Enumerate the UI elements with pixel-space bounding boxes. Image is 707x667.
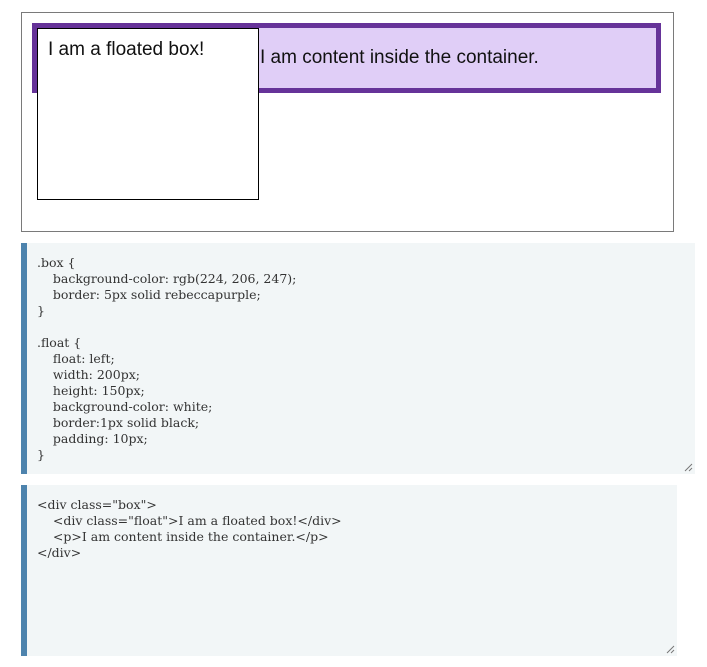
code-line: .box { bbox=[37, 255, 76, 270]
code-line: <div class="box"> bbox=[37, 497, 157, 512]
code-line: <p>I am content inside the container.</p… bbox=[37, 529, 329, 544]
css-code-editor[interactable]: .box { background-color: rgb(224, 206, 2… bbox=[21, 243, 695, 474]
output-frame: I am content inside the container. I am … bbox=[21, 12, 674, 232]
code-line: padding: 10px; bbox=[37, 431, 148, 446]
code-line: border:1px solid black; bbox=[37, 415, 200, 430]
code-line: <div class="float">I am a floated box!</… bbox=[37, 513, 342, 528]
demo-paragraph: I am content inside the container. bbox=[260, 47, 539, 68]
html-code-editor[interactable]: <div class="box"> <div class="float">I a… bbox=[21, 485, 677, 656]
resize-handle-icon[interactable] bbox=[666, 645, 675, 654]
code-line: width: 200px; bbox=[37, 367, 140, 382]
code-line bbox=[37, 319, 695, 335]
code-line: background-color: rgb(224, 206, 247); bbox=[37, 271, 297, 286]
demo-floated-box: I am a floated box! bbox=[37, 28, 259, 200]
code-line: .float { bbox=[37, 335, 82, 350]
code-line: height: 150px; bbox=[37, 383, 145, 398]
code-line: border: 5px solid rebeccapurple; bbox=[37, 287, 261, 302]
code-line: float: left; bbox=[37, 351, 115, 366]
code-line: </div> bbox=[37, 545, 82, 560]
resize-handle-icon[interactable] bbox=[684, 463, 693, 472]
code-line: background-color: white; bbox=[37, 399, 213, 414]
code-line: } bbox=[37, 303, 45, 318]
code-line: } bbox=[37, 447, 45, 462]
